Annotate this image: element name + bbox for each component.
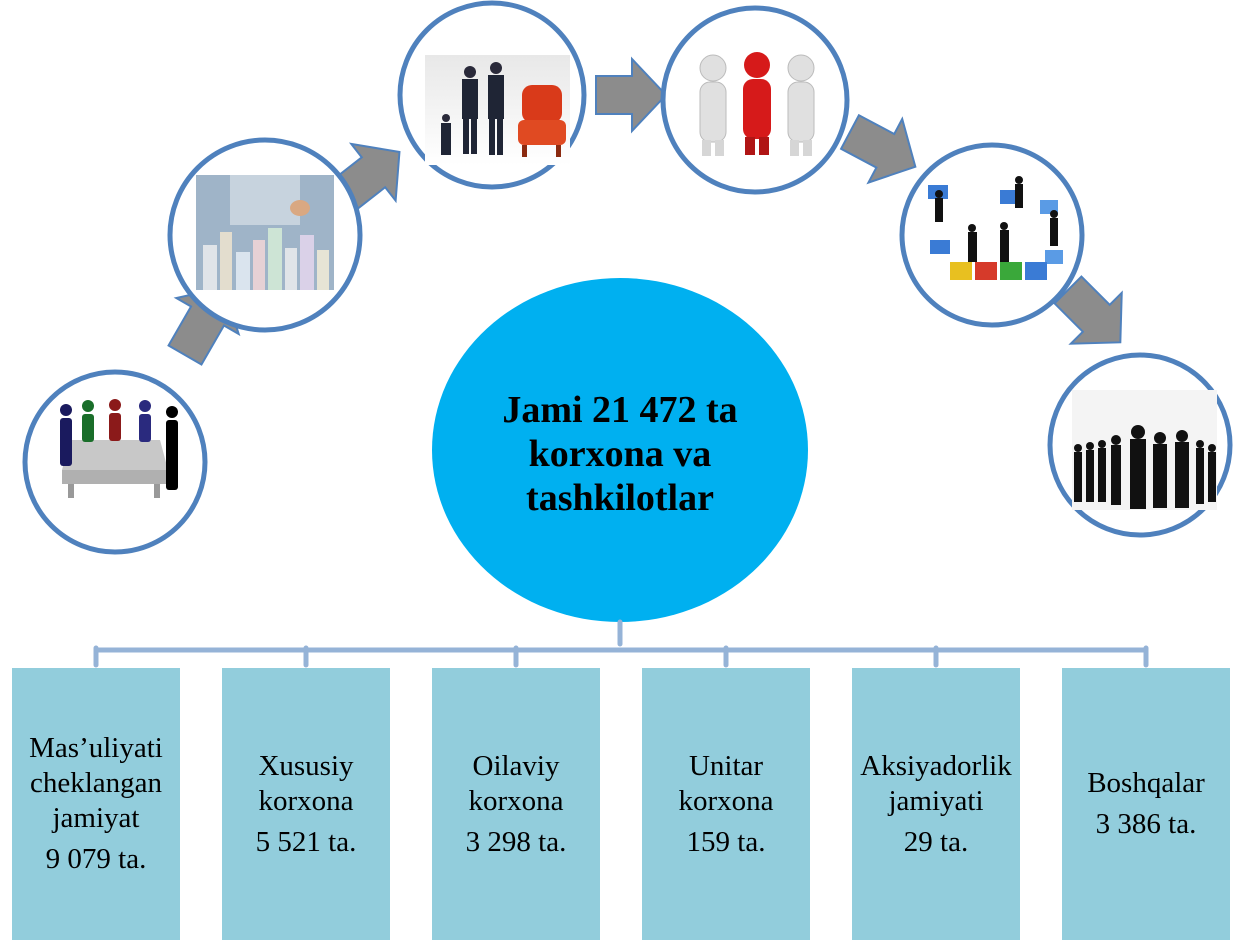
arrow-3 xyxy=(595,56,668,134)
category-label-line: korxona xyxy=(258,784,354,817)
category-count: 9 079 ta. xyxy=(45,843,147,875)
category-box-aksiyadorlik: Aksiyadorlik jamiyati 29 ta. xyxy=(852,668,1020,940)
category-label-line: Aksiyadorlik xyxy=(860,749,1012,782)
business-crowd-icon xyxy=(1047,352,1233,538)
category-count: 3 298 ta. xyxy=(465,825,567,858)
category-count: 159 ta. xyxy=(686,825,766,858)
category-box-boshqalar: Boshqalar 3 386 ta. xyxy=(1062,668,1230,940)
category-box-oilaviy: Oilaviy korxona 3 298 ta. xyxy=(432,668,600,940)
leadership-chair-icon xyxy=(397,0,587,190)
category-count: 5 521 ta. xyxy=(255,825,357,858)
category-box-xususiy: Xususiy korxona 5 521 ta. xyxy=(222,668,390,940)
category-label-line: Xususiy xyxy=(258,749,354,782)
category-label-line: jamiyati xyxy=(888,784,984,817)
category-box-unitar: Unitar korxona 159 ta. xyxy=(642,668,810,940)
center-circle xyxy=(432,278,808,622)
category-count: 29 ta. xyxy=(903,825,969,858)
center-line-2: korxona va xyxy=(528,433,712,475)
connector-lines xyxy=(93,619,1149,668)
category-label-line: Boshqalar xyxy=(1087,767,1205,799)
category-label-line: Unitar xyxy=(688,749,764,782)
category-label-line: Mas’uliyati xyxy=(29,732,163,764)
category-label-line: cheklangan xyxy=(29,767,163,799)
partnership-figures-icon xyxy=(660,5,850,195)
category-label-line: Oilaviy xyxy=(472,749,560,782)
center-line-1: Jami 21 472 ta xyxy=(502,389,738,431)
center-line-3: tashkilotlar xyxy=(526,477,714,519)
category-count: 3 386 ta. xyxy=(1095,808,1197,840)
category-label-line: korxona xyxy=(678,784,774,817)
puzzle-business-icon xyxy=(899,142,1085,328)
arrow-4 xyxy=(839,113,917,185)
meeting-table-icon xyxy=(22,369,208,555)
category-label-line: jamiyat xyxy=(52,802,140,834)
category-label-line: korxona xyxy=(468,784,564,817)
arrow-5 xyxy=(1053,275,1123,345)
business-hands-city-icon xyxy=(167,137,363,333)
category-box-mchj: Mas’uliyati cheklangan jamiyat 9 079 ta. xyxy=(12,668,180,940)
center-label: Jami 21 472 ta korxona va tashkilotlar xyxy=(450,388,790,520)
